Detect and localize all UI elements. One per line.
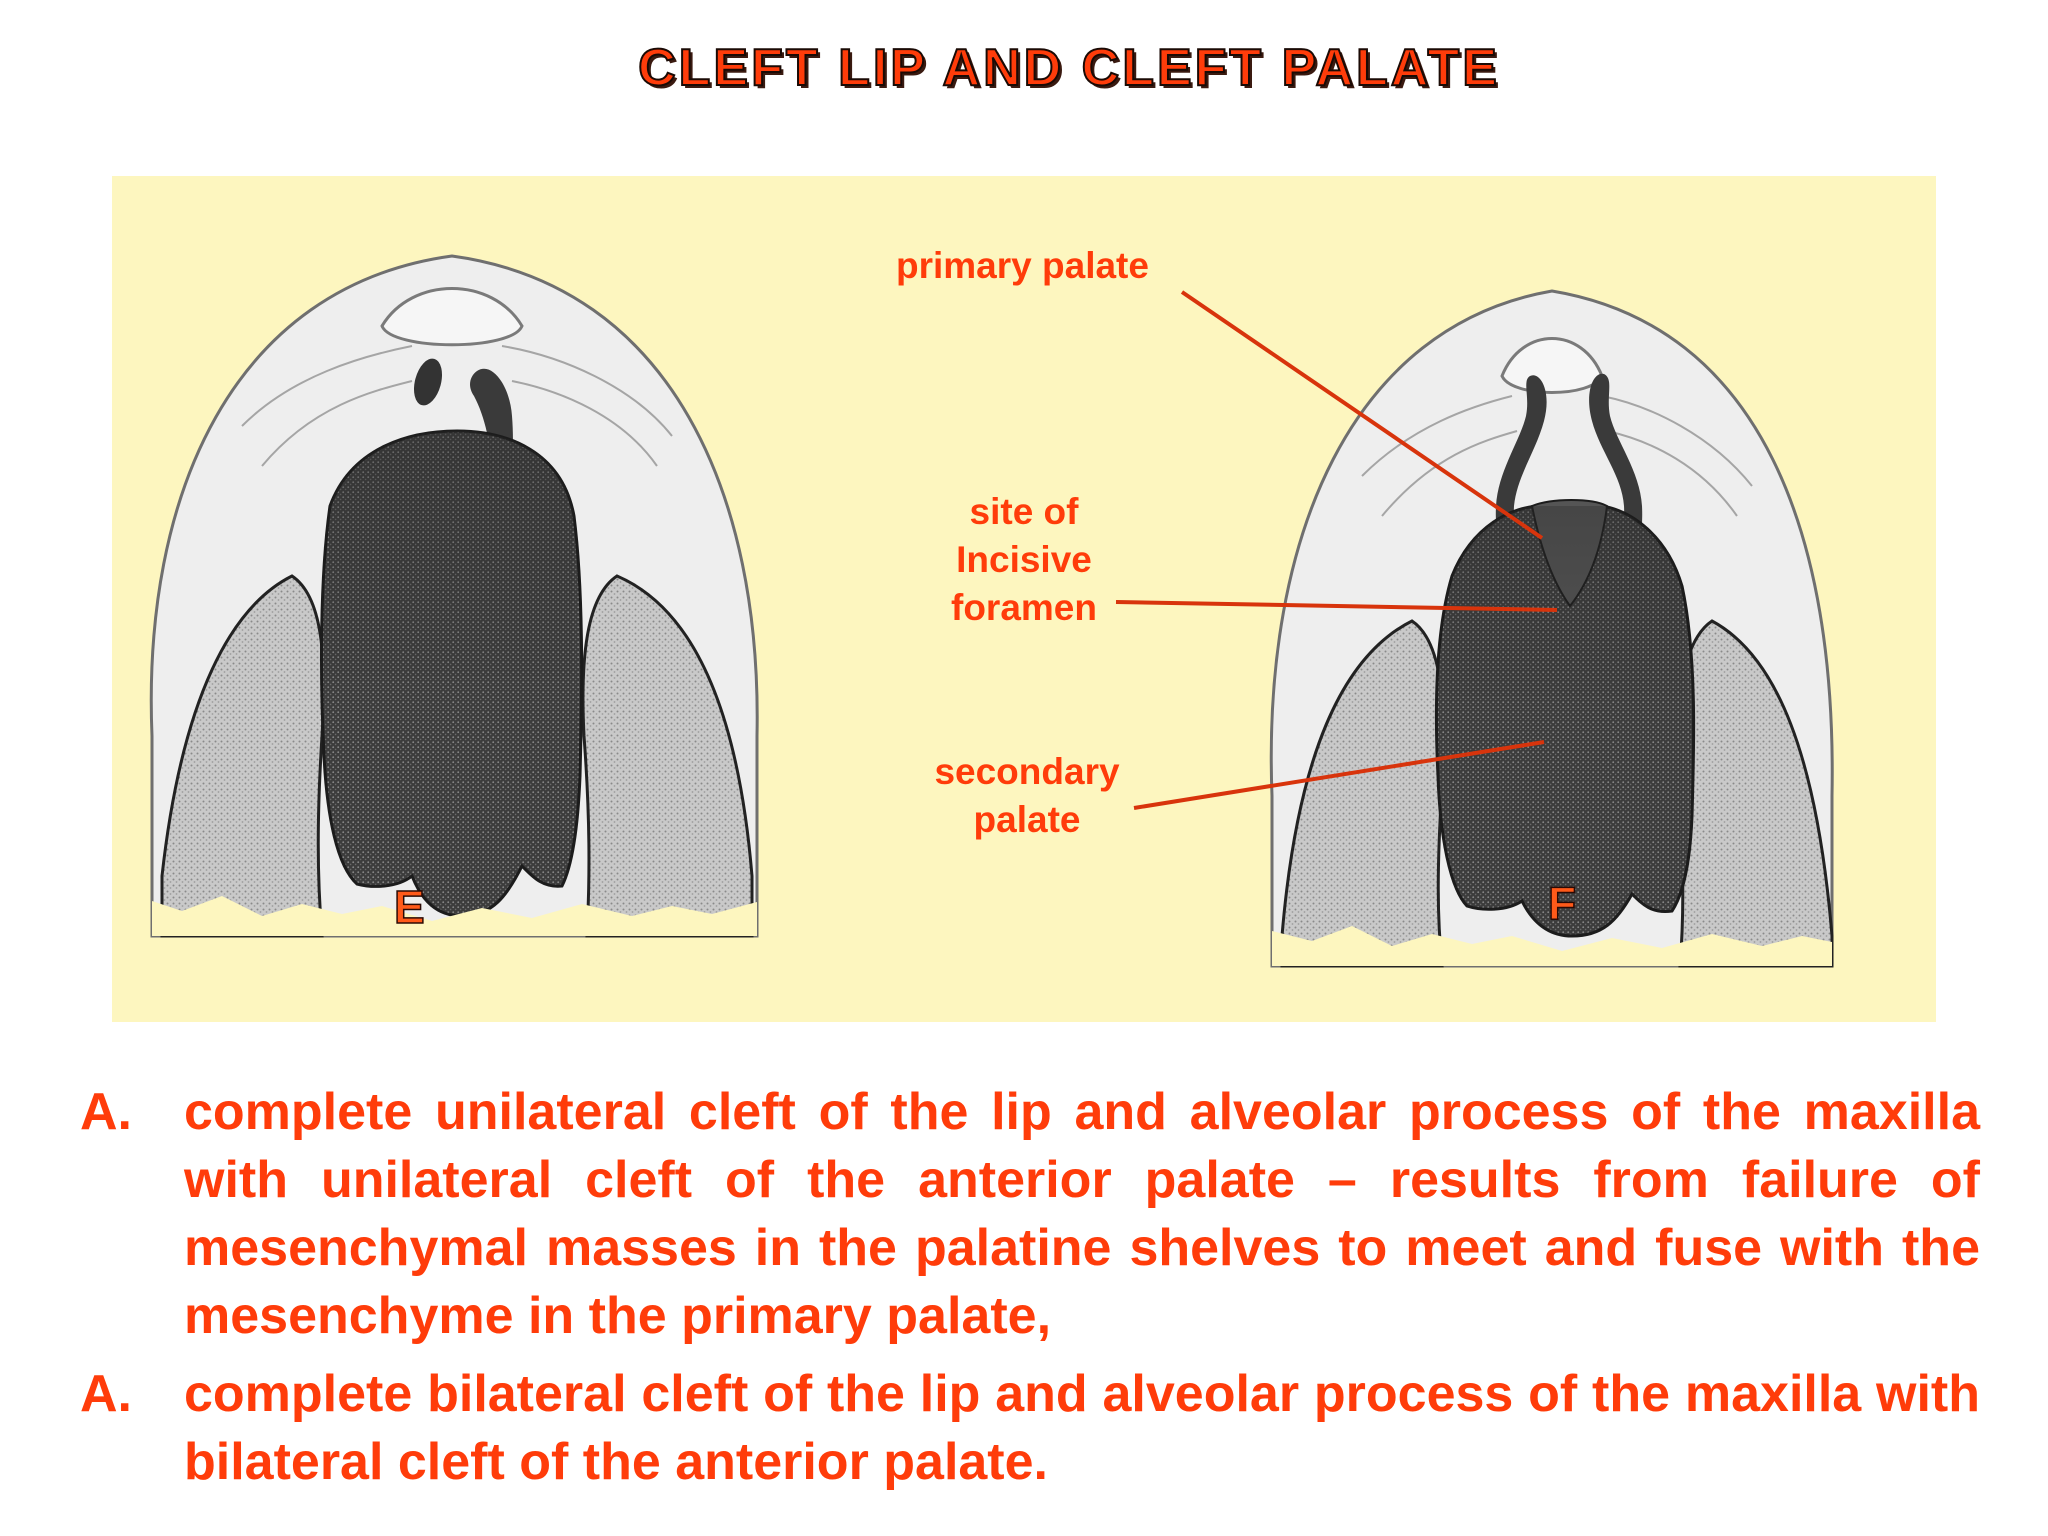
leader-secondary-palate	[1133, 740, 1545, 810]
palate-diagram-f	[1269, 289, 1834, 968]
caption-text: complete unilateral cleft of the lip and…	[184, 1083, 1980, 1345]
lateral-shelf-right-e	[581, 574, 754, 938]
leader-lines	[1115, 290, 1558, 810]
caption-item: A. complete unilateral cleft of the lip …	[80, 1078, 1980, 1350]
lateral-shelf-left-e	[160, 574, 326, 938]
label-incisive-foramen: site of Incisive foramen	[934, 488, 1114, 632]
label-incisive-foramen-line-2: Incisive	[956, 539, 1092, 580]
label-incisive-foramen-line-3: foramen	[951, 587, 1097, 628]
caption-item: A. complete bilateral cleft of the lip a…	[80, 1360, 1980, 1496]
palate-diagram-e	[149, 254, 759, 938]
slide-title: CLEFT LIP AND CLEFT PALATE	[637, 38, 1500, 98]
label-secondary-palate-line-1: secondary	[934, 751, 1120, 792]
caption-marker: A.	[80, 1365, 132, 1423]
label-secondary-palate: secondary palate	[920, 748, 1134, 844]
caption-marker: A.	[80, 1083, 132, 1141]
leader-incisive-foramen	[1115, 600, 1558, 612]
caption-list: A. complete unilateral cleft of the lip …	[80, 1078, 1980, 1506]
palate-figure-panel: primary palate site of Incisive foramen …	[112, 176, 1936, 1022]
label-incisive-foramen-line-1: site of	[969, 491, 1079, 532]
caption-text: complete bilateral cleft of the lip and …	[184, 1365, 1980, 1491]
label-primary-palate: primary palate	[896, 245, 1149, 286]
lateral-shelf-left-f	[1280, 619, 1446, 968]
label-secondary-palate-line-2: palate	[973, 799, 1081, 840]
palate-illustration	[149, 254, 1834, 968]
panel-label-f: F	[1547, 876, 1577, 930]
nostril-left-e	[413, 358, 443, 406]
panel-label-e: E	[393, 880, 425, 934]
leader-primary-palate	[1180, 290, 1544, 540]
cleft-lip-e	[442, 368, 513, 626]
